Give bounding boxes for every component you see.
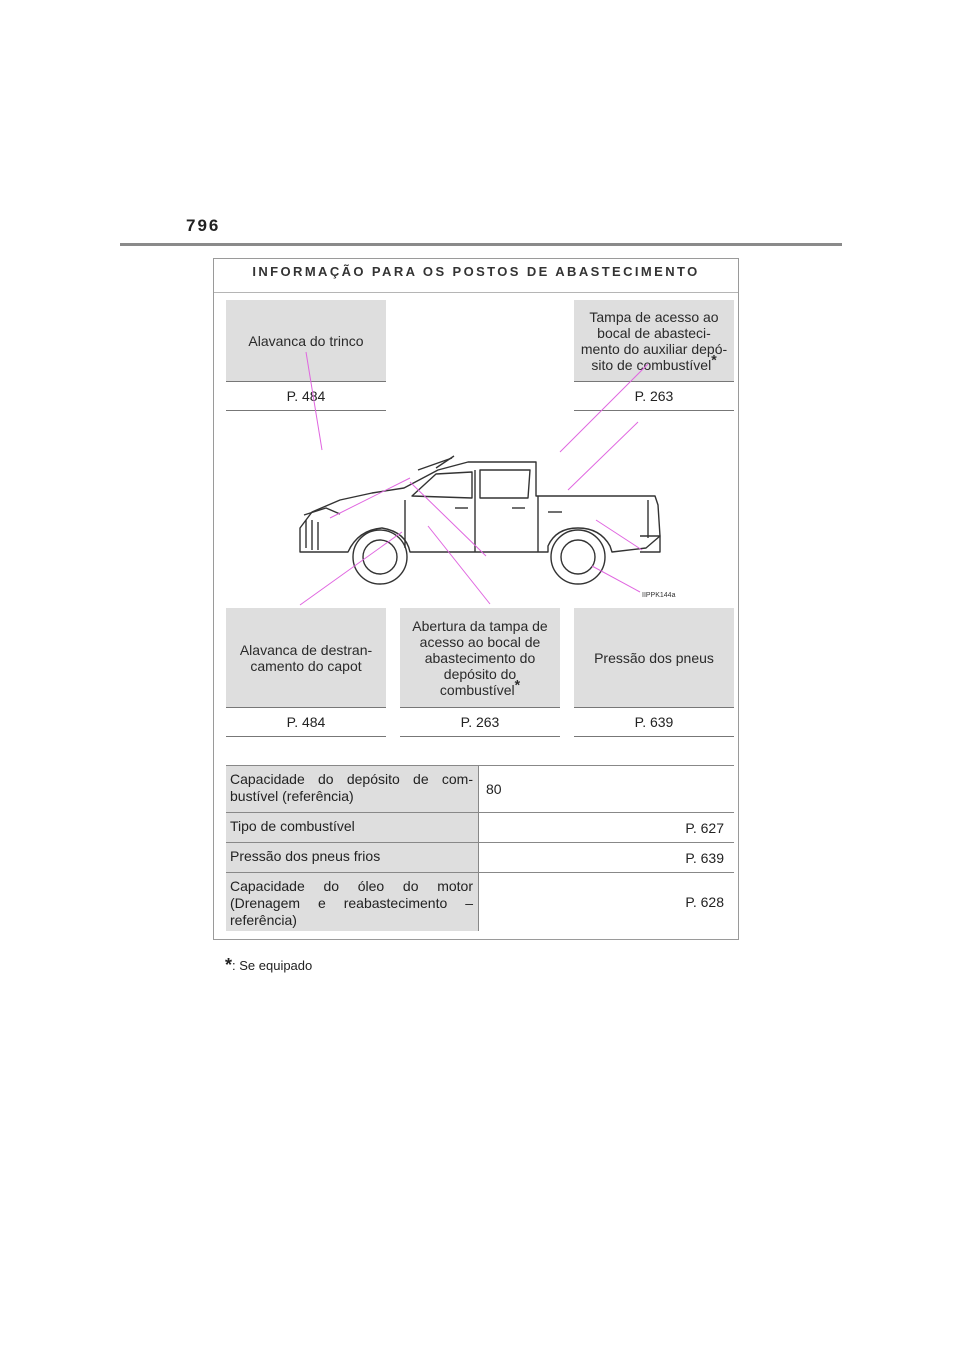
callout-hood-release: Alavanca de destran-camento do capot: [226, 608, 386, 708]
page-number: 796: [186, 216, 221, 235]
footnote-marker: *: [711, 350, 717, 367]
ref-fuel-cover-aux[interactable]: P. 263: [574, 382, 734, 411]
footnote-text: : Se equipado: [232, 958, 313, 973]
footnote-marker: *: [514, 675, 521, 692]
header-rule: [120, 243, 842, 246]
ref-hood-release[interactable]: P. 484: [226, 708, 386, 737]
callout-label: Pressão dos pneus: [594, 649, 714, 666]
table-row: Capacidade do óleo do motor (Drenagem e …: [226, 872, 734, 931]
ref-fuel-door-opener[interactable]: P. 263: [400, 708, 560, 737]
refueling-info-panel: INFORMAÇÃO PARA OS POSTOS DE ABASTECIMEN…: [213, 258, 739, 940]
callout-fuel-cover-aux: Tampa de acesso ao bocal de abasteci-men…: [574, 300, 734, 382]
spec-value[interactable]: P. 627: [685, 819, 724, 836]
spec-value[interactable]: P. 628: [685, 894, 724, 910]
image-code: IIPPK144a: [642, 592, 676, 599]
spec-key: Capacidade do depósito de com-bustível (…: [226, 766, 479, 812]
table-row: Capacidade do depósito de com-bustível (…: [226, 765, 734, 812]
footnote-marker: *: [225, 955, 233, 975]
callout-tire-pressure: Pressão dos pneus: [574, 608, 734, 708]
spec-key: Pressão dos pneus frios: [226, 843, 479, 872]
callout-label: Alavanca do trinco: [248, 332, 364, 349]
table-row: Pressão dos pneus frios P. 639: [226, 842, 734, 872]
callout-fuel-door-opener: Abertura da tampa de acesso ao bocal de …: [400, 608, 560, 708]
callout-hood-latch: Alavanca do trinco: [226, 300, 386, 382]
callout-label: Tampa de acesso ao bocal de abasteci-men…: [580, 308, 728, 373]
ref-hood-latch[interactable]: P. 484: [226, 382, 386, 411]
spec-value[interactable]: P. 639: [685, 849, 724, 866]
callout-label: Abertura da tampa de acesso ao bocal de …: [412, 617, 548, 698]
spec-table: Capacidade do depósito de com-bustível (…: [226, 765, 734, 931]
spec-key: Tipo de combustível: [226, 813, 479, 842]
footnote: *: Se equipado: [225, 955, 312, 976]
panel-title: INFORMAÇÃO PARA OS POSTOS DE ABASTECIMEN…: [214, 259, 738, 293]
spec-value: 80: [486, 781, 502, 797]
spec-key: Capacidade do óleo do motor (Drenagem e …: [226, 873, 479, 931]
table-row: Tipo de combustível P. 627: [226, 812, 734, 842]
ref-tire-pressure[interactable]: P. 639: [574, 708, 734, 737]
callout-label: Alavanca de destran-camento do capot: [239, 641, 373, 674]
